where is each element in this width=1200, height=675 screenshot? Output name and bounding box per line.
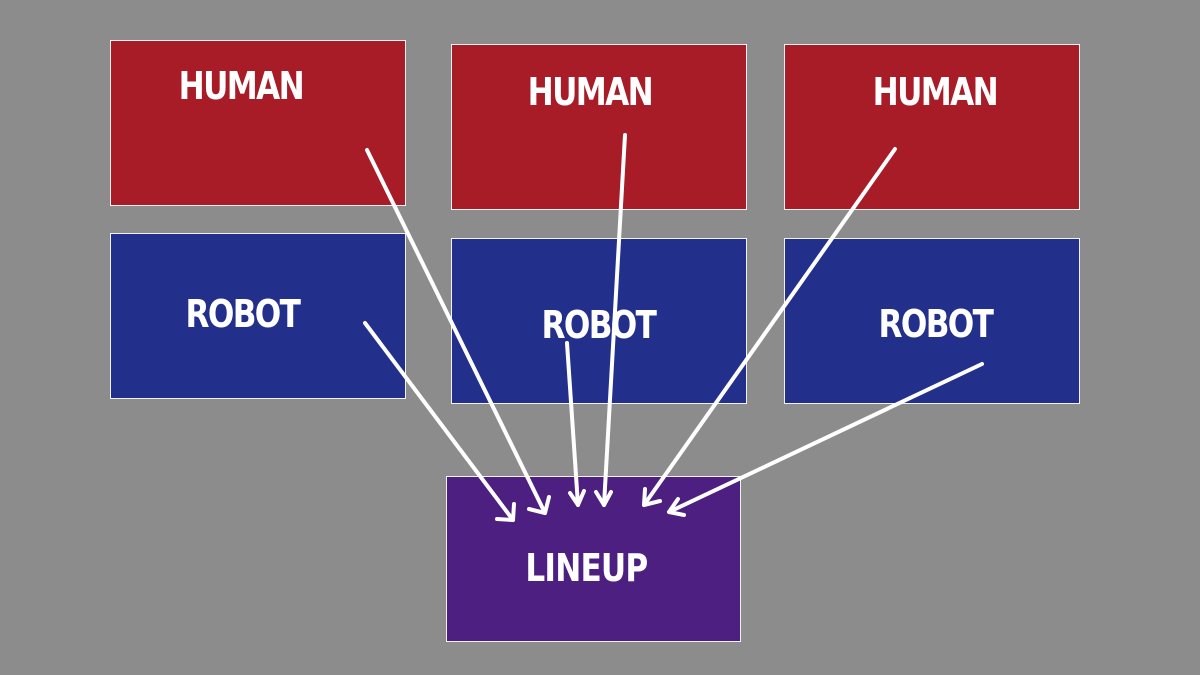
human-label-2: HUMAN — [527, 70, 654, 114]
robot-box-2: ROBOT — [451, 238, 747, 404]
arrow-human-1 — [365, 148, 551, 515]
human-label-1: HUMAN — [178, 64, 305, 108]
lineup-box: LINEUP — [446, 476, 741, 642]
arrow-human-3 — [642, 147, 897, 507]
robot-label-2: ROBOT — [541, 303, 656, 347]
robot-box-1: ROBOT — [110, 233, 406, 399]
arrow-robot-3 — [667, 362, 984, 517]
human-box-2: HUMAN — [451, 44, 747, 210]
arrow-human-2 — [594, 133, 627, 507]
arrow-robot-2 — [565, 341, 586, 507]
human-label-3: HUMAN — [872, 70, 999, 114]
robot-box-3: ROBOT — [784, 238, 1080, 404]
robot-label-1: ROBOT — [185, 292, 300, 336]
lineup-label: LINEUP — [525, 546, 648, 590]
arrow-robot-1 — [363, 321, 516, 522]
robot-label-3: ROBOT — [878, 302, 993, 346]
human-box-1: HUMAN — [110, 40, 406, 206]
human-box-3: HUMAN — [784, 44, 1080, 210]
